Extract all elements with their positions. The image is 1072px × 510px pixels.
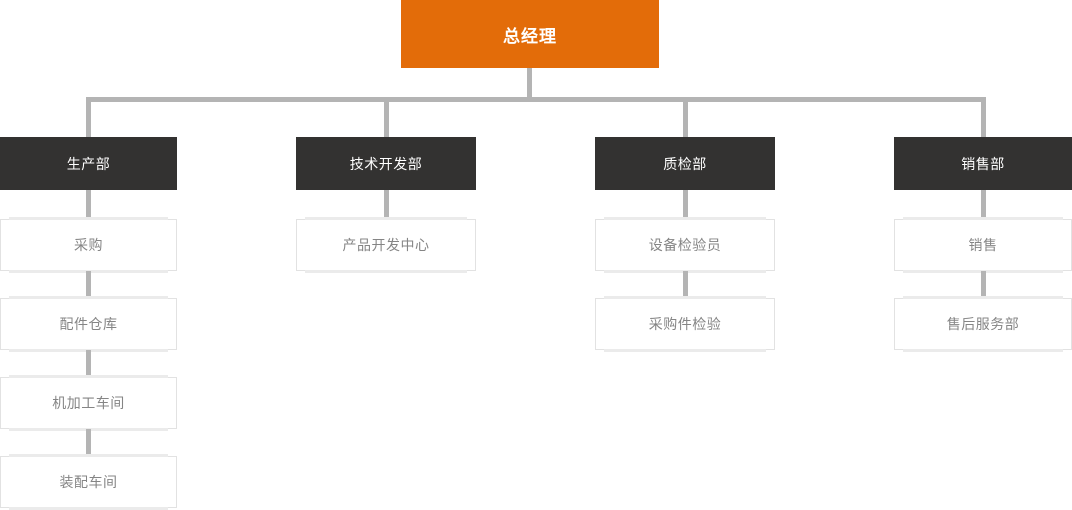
node-root-general-manager[interactable]: 总经理 [401, 0, 659, 68]
node-sub-product-development-center[interactable]: 产品开发中心 [296, 217, 476, 273]
node-sub-label: 设备检验员 [648, 237, 722, 253]
connector-c4-s1 [981, 190, 986, 222]
node-sub-label: 机加工车间 [52, 395, 125, 411]
connector-c4-s2 [981, 271, 986, 301]
node-sub-parts-warehouse[interactable]: 配件仓库 [0, 296, 177, 352]
node-sub-label: 售后服务部 [946, 316, 1020, 332]
node-sub-after-sales-service[interactable]: 售后服务部 [894, 296, 1072, 352]
node-dept-sales[interactable]: 销售部 [894, 137, 1072, 190]
connector-drop-dept-1 [86, 97, 91, 139]
connector-drop-dept-3 [683, 97, 688, 139]
node-sub-sales[interactable]: 销售 [894, 217, 1072, 273]
node-sub-equipment-inspector[interactable]: 设备检验员 [595, 217, 775, 273]
connector-c3-s1 [683, 190, 688, 222]
node-sub-label: 装配车间 [59, 474, 118, 490]
node-sub-purchased-parts-inspection[interactable]: 采购件检验 [595, 296, 775, 352]
node-dept-label: 技术开发部 [349, 155, 423, 172]
connector-root-stem [527, 68, 532, 102]
node-sub-label: 配件仓库 [59, 316, 118, 332]
node-sub-label: 产品开发中心 [342, 237, 430, 253]
connector-c3-s2 [683, 271, 688, 301]
node-dept-label: 销售部 [961, 155, 1005, 172]
node-dept-label: 质检部 [663, 155, 707, 172]
node-dept-tech-development[interactable]: 技术开发部 [296, 137, 476, 190]
node-sub-label: 销售 [968, 237, 998, 253]
connector-horizontal-bus [86, 97, 986, 102]
connector-c1-s1 [86, 190, 91, 222]
node-dept-label: 生产部 [66, 155, 111, 172]
node-sub-machining-workshop[interactable]: 机加工车间 [0, 375, 177, 431]
node-dept-quality-inspection[interactable]: 质检部 [595, 137, 775, 190]
node-sub-label: 采购 [74, 237, 103, 253]
node-sub-assembly-workshop[interactable]: 装配车间 [0, 454, 177, 510]
node-root-label: 总经理 [503, 26, 557, 46]
connector-drop-dept-4 [981, 97, 986, 139]
node-sub-label: 采购件检验 [648, 316, 722, 332]
connector-c2-s1 [384, 190, 389, 222]
node-dept-production[interactable]: 生产部 [0, 137, 177, 190]
connector-c1-s4 [86, 429, 91, 459]
connector-c1-s3 [86, 350, 91, 380]
connector-drop-dept-2 [384, 97, 389, 139]
node-sub-purchasing[interactable]: 采购 [0, 217, 177, 273]
connector-c1-s2 [86, 271, 91, 301]
